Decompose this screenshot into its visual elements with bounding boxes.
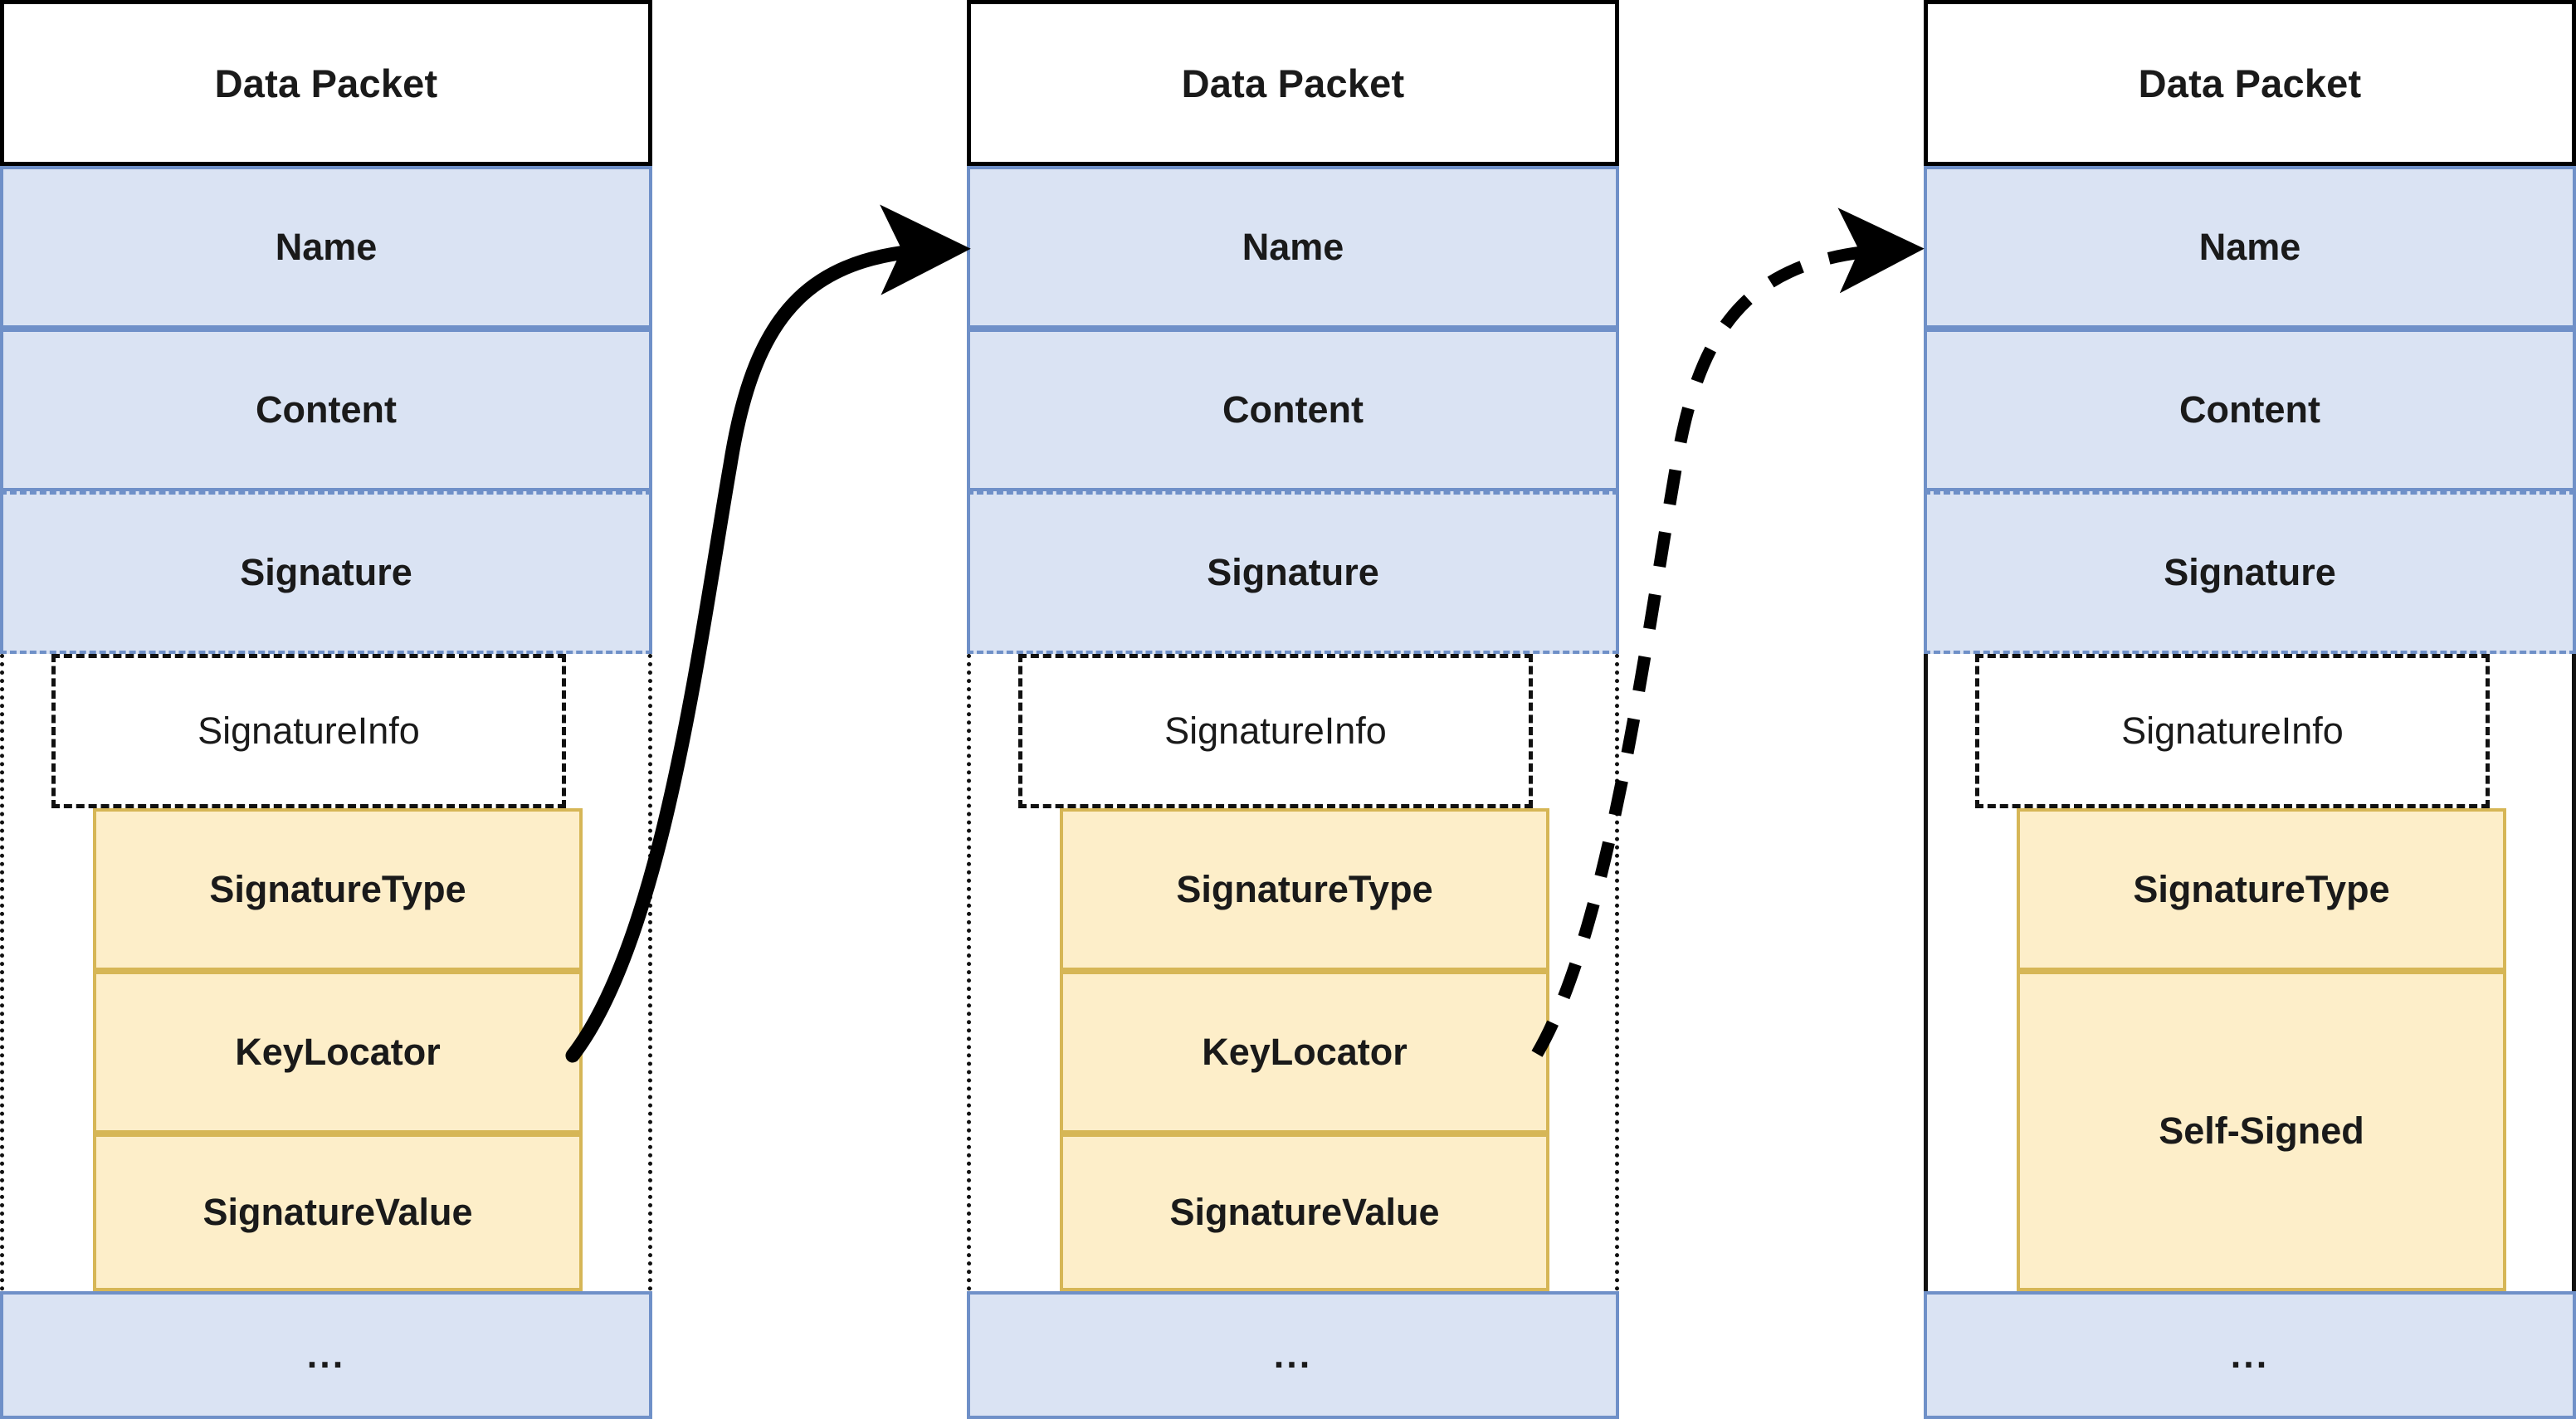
panel-1-header: Data Packet	[0, 0, 652, 166]
panel-2-row-name: Name	[967, 166, 1619, 329]
panel-2-block-signaturevalue-label: SignatureValue	[1169, 1191, 1440, 1233]
packet-panel-3: Data Packet Name Content Signature Signa…	[1924, 0, 2576, 1419]
panel-2-row-ellipsis: ...	[967, 1291, 1619, 1419]
panel-1-header-label: Data Packet	[214, 61, 438, 105]
panel-3-row-ellipsis-label: ...	[2230, 1334, 2270, 1376]
panel-1-block-signaturevalue-label: SignatureValue	[202, 1191, 473, 1233]
panel-1-row-signature: Signature	[0, 491, 652, 654]
panel-1-row-content: Content	[0, 329, 652, 491]
packet-panel-1: Data Packet Name Content Signature Signa…	[0, 0, 652, 1419]
panel-2-block-signaturevalue: SignatureValue	[1060, 1134, 1549, 1291]
panel-3-block-signaturetype-label: SignatureType	[2133, 868, 2390, 910]
panel-2-signature-body: SignatureInfo SignatureType KeyLocator S…	[967, 654, 1619, 1291]
panel-3-row-signature-label: Signature	[2164, 551, 2336, 593]
panel-1-block-signaturetype: SignatureType	[93, 808, 583, 971]
panel-3-row-ellipsis: ...	[1924, 1291, 2576, 1419]
panel-3-row-signature: Signature	[1924, 491, 2576, 654]
panel-1-block-keylocator-label: KeyLocator	[235, 1031, 441, 1073]
panel-2-header: Data Packet	[967, 0, 1619, 166]
panel-3-header: Data Packet	[1924, 0, 2576, 166]
packet-panel-2: Data Packet Name Content Signature Signa…	[967, 0, 1619, 1419]
panel-1-block-keylocator: KeyLocator	[93, 971, 583, 1134]
panel-2-row-content: Content	[967, 329, 1619, 491]
panel-3-block-self-signed-label: Self-Signed	[2159, 1109, 2364, 1152]
panel-1-row-ellipsis-label: ...	[306, 1334, 346, 1376]
panel-1-signature-info-label: SignatureInfo	[198, 710, 420, 752]
panel-1-block-signaturetype-label: SignatureType	[209, 868, 466, 910]
panel-3-signature-info-box: SignatureInfo	[1975, 654, 2490, 808]
panel-2-row-signature: Signature	[967, 491, 1619, 654]
panel-1-signature-info-box: SignatureInfo	[51, 654, 566, 808]
panel-3-header-label: Data Packet	[2138, 61, 2362, 105]
panel-2-row-ellipsis-label: ...	[1273, 1334, 1313, 1376]
panel-1-block-signaturevalue: SignatureValue	[93, 1134, 583, 1291]
panel-3-signature-info-label: SignatureInfo	[2121, 710, 2344, 752]
panel-1-signature-body: SignatureInfo SignatureType KeyLocator S…	[0, 654, 652, 1291]
panel-1-row-ellipsis: ...	[0, 1291, 652, 1419]
panel-2-signature-info-label: SignatureInfo	[1164, 710, 1387, 752]
panel-3-row-name-label: Name	[2198, 226, 2301, 268]
panel-1-row-content-label: Content	[256, 388, 397, 431]
panel-2-header-label: Data Packet	[1181, 61, 1405, 105]
panel-2-row-name-label: Name	[1242, 226, 1344, 268]
panel-2-signature-info-box: SignatureInfo	[1018, 654, 1533, 808]
panel-3-row-content-label: Content	[2179, 388, 2320, 431]
panel-1-row-name: Name	[0, 166, 652, 329]
panel-3-row-content: Content	[1924, 329, 2576, 491]
panel-2-row-content-label: Content	[1222, 388, 1364, 431]
panel-1-row-signature-label: Signature	[240, 551, 412, 593]
panel-2-row-signature-label: Signature	[1207, 551, 1379, 593]
panel-2-block-signaturetype: SignatureType	[1060, 808, 1549, 971]
panel-3-block-self-signed: Self-Signed	[2017, 971, 2506, 1291]
panel-3-signature-body: SignatureInfo SignatureType Self-Signed	[1924, 654, 2576, 1291]
panel-2-block-keylocator: KeyLocator	[1060, 971, 1549, 1134]
panel-3-row-name: Name	[1924, 166, 2576, 329]
panel-3-block-signaturetype: SignatureType	[2017, 808, 2506, 971]
panel-1-row-name-label: Name	[275, 226, 378, 268]
panel-2-block-keylocator-label: KeyLocator	[1202, 1031, 1408, 1073]
panel-2-block-signaturetype-label: SignatureType	[1176, 868, 1433, 910]
